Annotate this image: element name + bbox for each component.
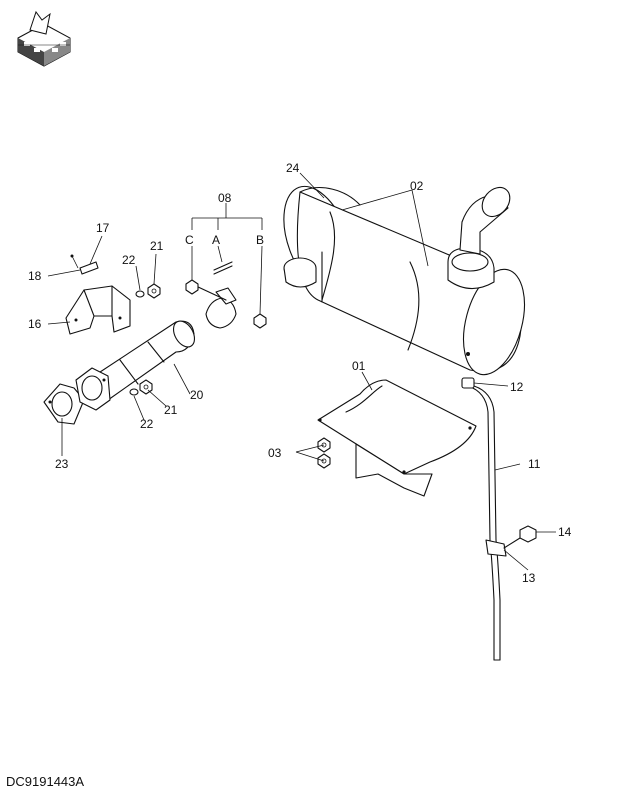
callout-03: 03 xyxy=(268,446,282,460)
nut-03 xyxy=(317,437,331,469)
drain-pipe xyxy=(461,377,537,661)
document-id: DC9191443A xyxy=(6,774,85,789)
washer-22-lower xyxy=(129,388,139,396)
pipe-clamp xyxy=(185,261,267,329)
callout-21-upper: 21 xyxy=(150,239,164,253)
exhaust-pipe xyxy=(93,320,196,401)
heat-shield xyxy=(65,254,131,335)
orientation-cube-icon xyxy=(17,10,71,67)
callout-11: 11 xyxy=(528,457,541,471)
callout-C: C xyxy=(185,233,194,247)
callout-13: 13 xyxy=(522,571,536,585)
callout-14: 14 xyxy=(558,525,572,539)
flange-23 xyxy=(43,367,111,425)
callout-A: A xyxy=(212,233,220,247)
callout-18: 18 xyxy=(28,269,42,283)
callout-20: 20 xyxy=(190,388,204,402)
callout-17: 17 xyxy=(96,221,110,235)
nut-21-upper xyxy=(147,283,161,299)
callout-B: B xyxy=(256,233,264,247)
washer-22-upper xyxy=(135,290,145,298)
callout-02: 02 xyxy=(410,179,424,193)
callout-12: 12 xyxy=(510,380,524,394)
callout-01: 01 xyxy=(352,359,366,373)
callout-24: 24 xyxy=(286,161,300,175)
callout-21-lower: 21 xyxy=(164,403,178,417)
leader-lines xyxy=(47,172,556,571)
callout-22-lower: 22 xyxy=(140,417,154,431)
muffler-bracket xyxy=(317,379,477,497)
callout-23: 23 xyxy=(55,457,69,471)
callout-08: 08 xyxy=(218,191,232,205)
callout-22-upper: 22 xyxy=(122,253,136,267)
muffler xyxy=(283,185,525,376)
callout-16: 16 xyxy=(28,317,42,331)
